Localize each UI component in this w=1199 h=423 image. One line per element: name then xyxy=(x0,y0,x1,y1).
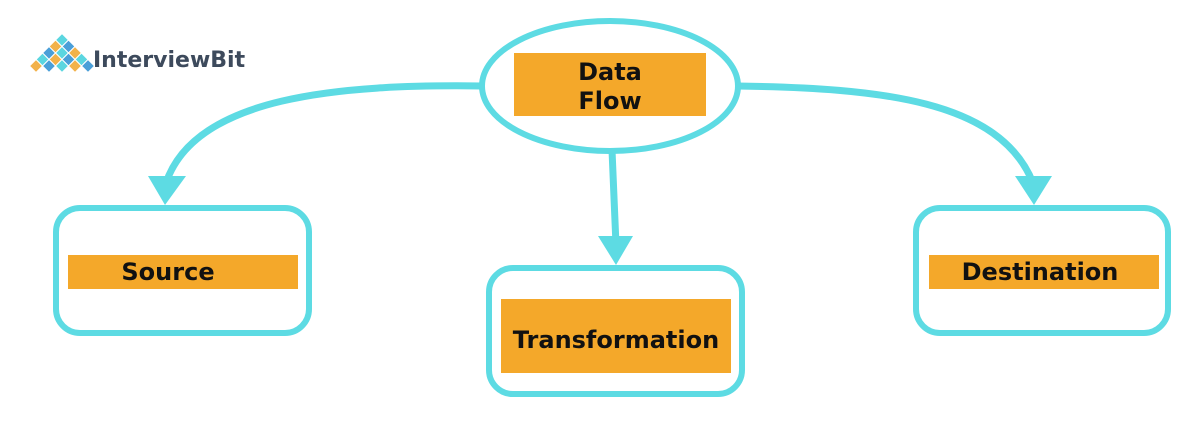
root-label-line1: Data xyxy=(578,58,642,86)
arrowhead-source xyxy=(148,176,186,205)
node-source-label-fill xyxy=(68,255,298,289)
connectors xyxy=(162,82,1037,249)
logo-diamond xyxy=(80,58,96,74)
interviewbit-logo[interactable]: InterviewBit xyxy=(28,32,246,74)
logo-diamond xyxy=(54,58,70,74)
logo-diamond xyxy=(67,58,83,74)
node-source: Source xyxy=(53,205,312,336)
node-destination: Destination xyxy=(913,205,1171,336)
arrowhead-destination xyxy=(1015,176,1052,205)
arrowhead-transformation xyxy=(598,236,633,265)
logo-diamond xyxy=(41,58,57,74)
diamond-grid-logo-icon xyxy=(28,32,96,74)
node-transformation: Transformation xyxy=(486,265,745,397)
node-destination-label-fill xyxy=(929,255,1159,289)
brand-name: InterviewBit xyxy=(93,48,246,73)
node-source-label: Source xyxy=(121,258,214,286)
connector-to-source xyxy=(162,82,487,187)
root-label-fill xyxy=(514,53,706,116)
logo-diamond xyxy=(28,58,44,74)
node-transformation-label: Transformation xyxy=(513,326,719,354)
root-node-data-flow: Data Flow xyxy=(479,18,741,154)
arrowheads xyxy=(148,176,1052,265)
connector-to-destination xyxy=(733,82,1037,187)
node-transformation-label-fill xyxy=(501,299,731,373)
root-label-line2: Flow xyxy=(578,87,641,115)
node-destination-label: Destination xyxy=(962,258,1119,286)
connector-to-transformation xyxy=(608,146,620,249)
